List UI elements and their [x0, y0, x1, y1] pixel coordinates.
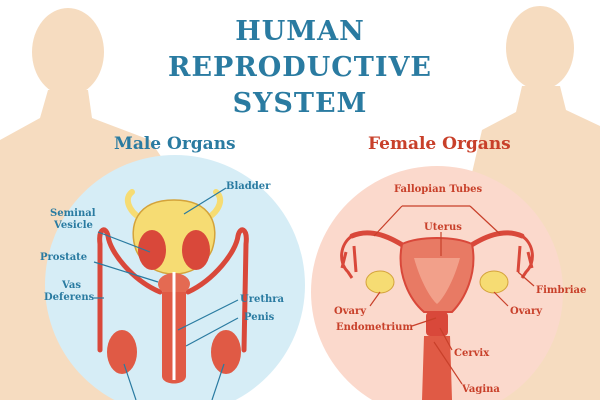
vagina	[422, 336, 452, 400]
label-seminal: Seminal	[50, 208, 96, 219]
testis-left	[107, 330, 137, 374]
label-penis: Penis	[244, 312, 275, 323]
female-label-lines	[369, 205, 535, 385]
seminal-vesicle-left	[138, 230, 166, 270]
vas-deferens-right	[185, 227, 249, 353]
fimbriae-left	[340, 234, 358, 279]
label-endometrium: Endometrium	[336, 322, 414, 333]
title-line-1: HUMAN	[235, 16, 365, 47]
label-urethra: Urethra	[240, 294, 284, 305]
label-uterus: Uterus	[424, 222, 462, 233]
cervix	[426, 312, 448, 336]
testis-right	[211, 330, 241, 374]
label-fallopian-tubes: Fallopian Tubes	[394, 184, 483, 195]
male-label-lines	[93, 187, 239, 400]
label-ovary-left: Ovary	[334, 306, 367, 317]
label-bladder: Bladder	[226, 181, 271, 192]
label-cervix: Cervix	[454, 348, 490, 359]
label-ovary-right: Ovary	[510, 306, 543, 317]
label-deferens: Deferens	[44, 292, 95, 303]
endometrium	[414, 258, 460, 304]
label-vas: Vas	[62, 280, 81, 291]
label-fimbriae: Fimbriae	[536, 285, 587, 296]
female-organs	[340, 230, 534, 400]
ovary-left	[365, 270, 395, 294]
label-vagina: Vagina	[462, 384, 500, 395]
seminal-vesicle-right	[182, 230, 210, 270]
male-organs-heading: Male Organs	[114, 134, 236, 154]
title-line-3: SYSTEM	[232, 88, 368, 119]
title-line-2: REPRODUCTIVE	[168, 52, 432, 83]
fimbriae-right	[516, 234, 534, 279]
ovary-right	[479, 270, 509, 294]
female-organs-heading: Female Organs	[368, 134, 511, 154]
label-prostate: Prostate	[40, 252, 88, 263]
label-vesicle: Vesicle	[54, 220, 93, 231]
